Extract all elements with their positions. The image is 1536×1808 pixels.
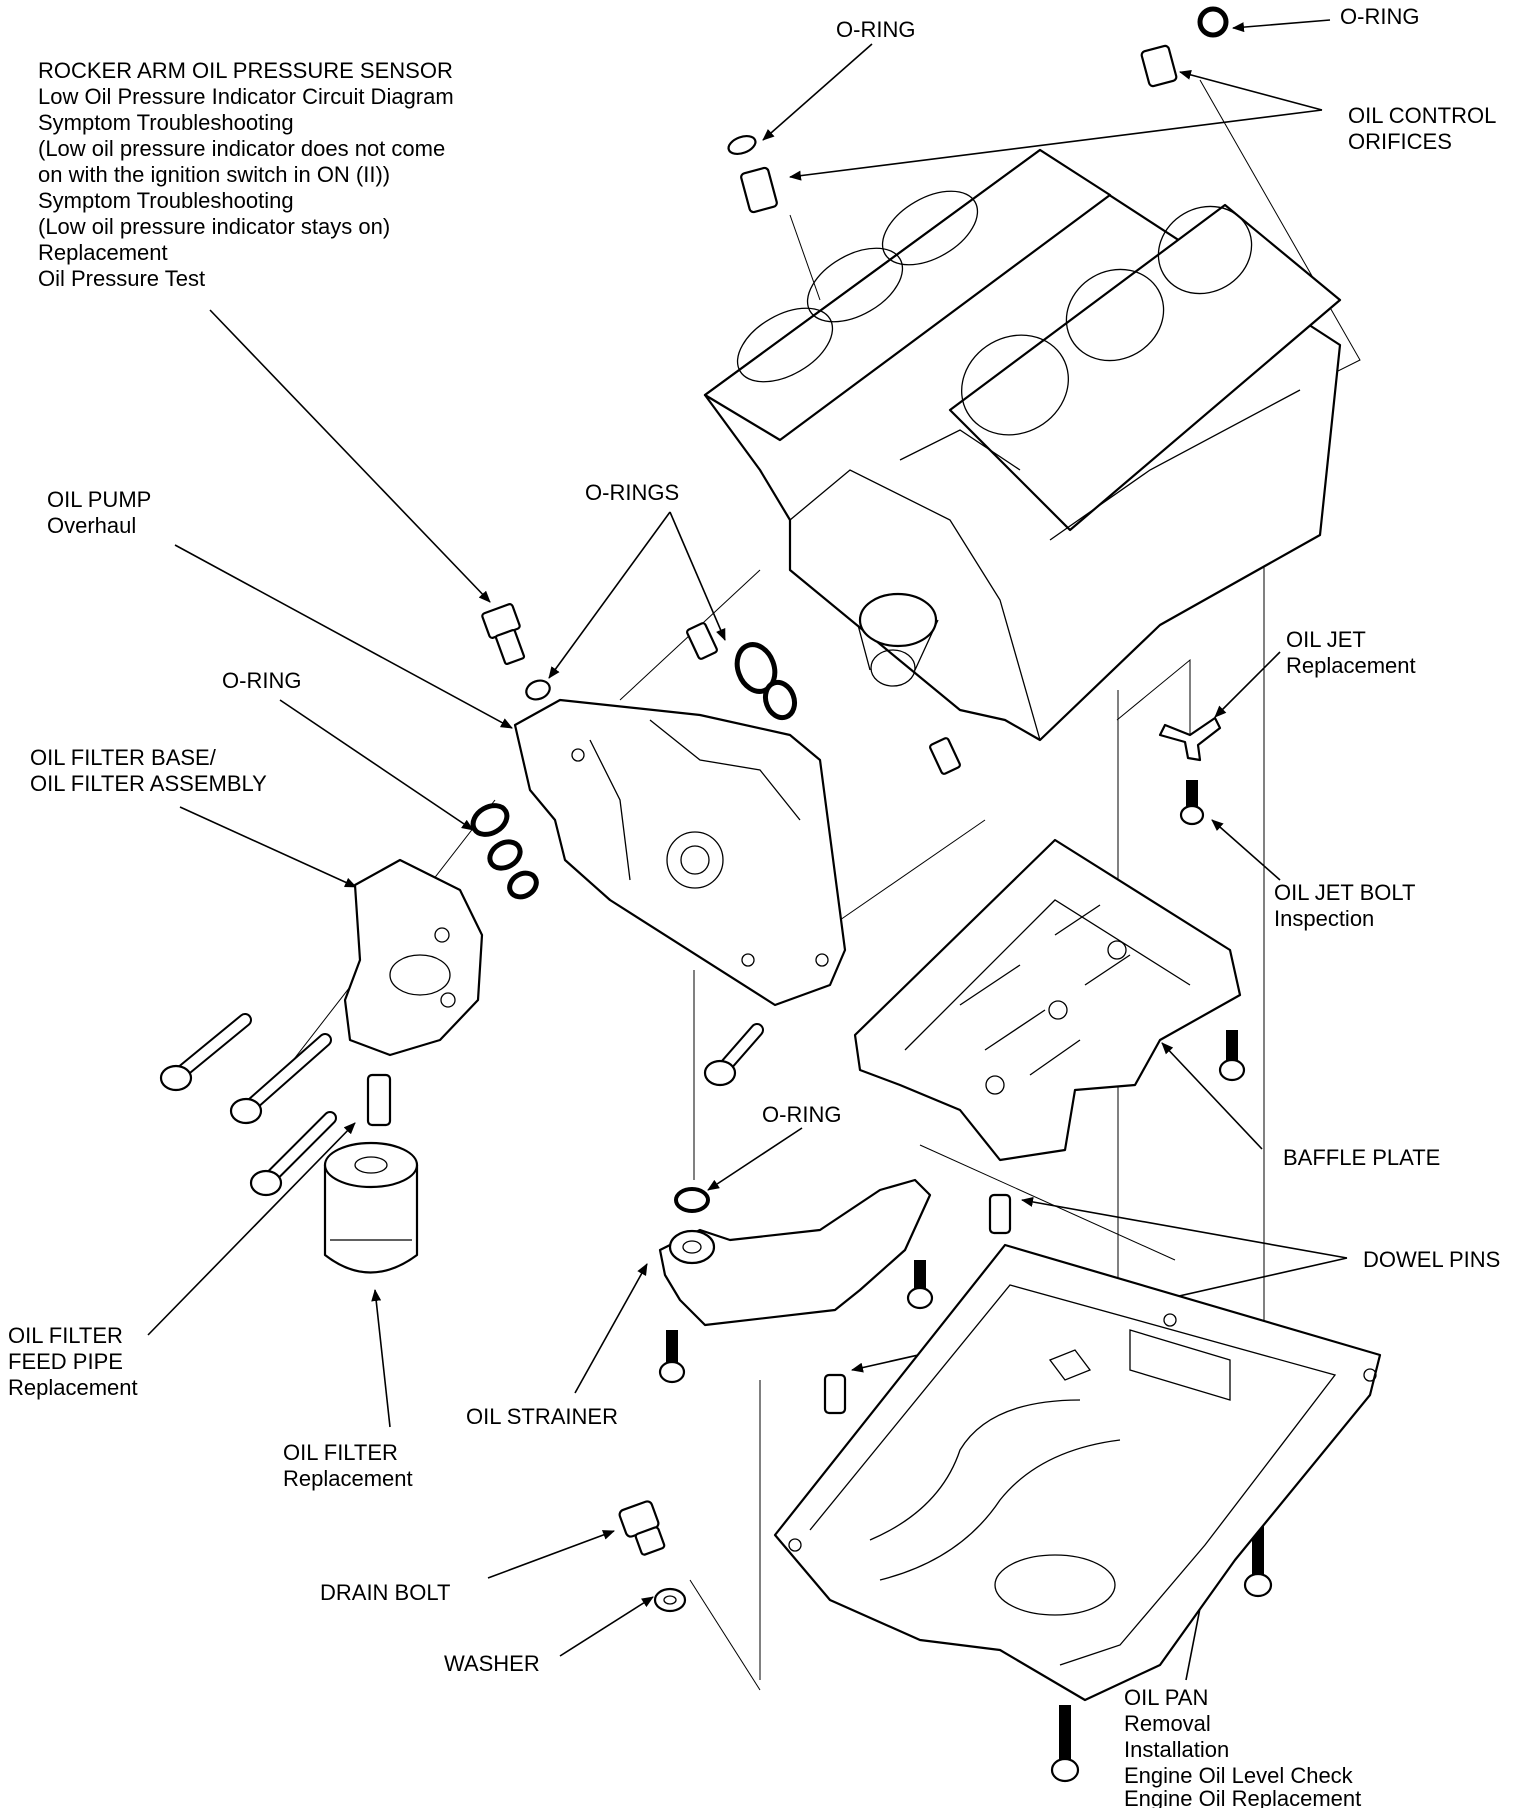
bolts (159, 44, 1273, 1783)
dowel-pin-1 (988, 1193, 1012, 1235)
oil-filter (323, 1141, 419, 1274)
label-rocker-arm-oil-pressure-sensor: ROCKER ARM OIL PRESSURE SENSOR Low Oil P… (38, 58, 460, 291)
strainer-bolt-1 (906, 1260, 934, 1310)
label-oil-pump: OIL PUMP Overhaul (47, 487, 157, 538)
oil-control-orifice-2 (1140, 44, 1178, 88)
o-rings (470, 6, 1229, 1213)
oil-control-orifice-1 (740, 166, 778, 214)
label-oil-jet-bolt: OIL JET BOLT Inspection (1274, 880, 1421, 931)
label-baffle-plate: BAFFLE PLATE (1283, 1145, 1440, 1170)
label-oil-filter-base: OIL FILTER BASE/ OIL FILTER ASSEMBLY (30, 745, 267, 796)
bolt-filter-3 (249, 1111, 337, 1197)
rocker-sensor-part (481, 603, 526, 666)
label-dowel-pins: DOWEL PINS (1363, 1247, 1500, 1272)
oil-pump (513, 698, 847, 1007)
dowel-pin-2 (823, 1373, 847, 1415)
dowel-block-1 (686, 622, 718, 660)
label-oil-strainer: OIL STRAINER (466, 1404, 618, 1429)
label-drain-bolt: DRAIN BOLT (320, 1580, 450, 1605)
oil-strainer-part (658, 1178, 932, 1327)
baffle-plate-part (853, 838, 1242, 1162)
label-oil-control-orifices: OIL CONTROL ORIFICES (1348, 103, 1502, 154)
dowel-block-2 (929, 737, 961, 775)
label-washer: WASHER (444, 1651, 540, 1676)
label-oil-pan: OIL PAN Removal Installation Engine Oil … (1124, 1685, 1361, 1808)
baffle-bolt (1218, 1030, 1246, 1082)
feed-pipe (366, 1073, 392, 1127)
leader-lines (147, 19, 1348, 1681)
label-o-ring-strainer: O-RING (762, 1102, 841, 1127)
label-oil-filter-feed-pipe: OIL FILTER FEED PIPE Replacement (8, 1323, 138, 1400)
bolt-pump (703, 1023, 764, 1087)
bolt-filter-1 (159, 1013, 252, 1092)
label-o-ring-left: O-RING (222, 668, 301, 693)
bolt-filter-2 (229, 1033, 332, 1125)
label-o-ring-top-center: O-RING (836, 17, 915, 42)
oil-jet-part (1158, 716, 1222, 762)
label-oil-filter: OIL FILTER Replacement (283, 1440, 413, 1491)
strainer-bolt-2 (658, 1330, 686, 1384)
label-oil-jet: OIL JET Replacement (1286, 627, 1416, 678)
engine-block (703, 148, 1342, 742)
oil-pan-part (773, 1243, 1382, 1702)
label-o-rings: O-RINGS (585, 480, 679, 505)
washer-part (653, 1587, 687, 1613)
oil-filter-base (343, 858, 484, 1057)
label-o-ring-top-right: O-RING (1340, 4, 1419, 29)
oil-jet-bolt (1179, 780, 1205, 826)
labels: O-RING O-RING OIL CONTROL ORIFICES ROCKE… (8, 4, 1502, 1808)
drain-bolt-part (618, 1500, 666, 1556)
oil-pan-bolt-bottom (1050, 1705, 1080, 1783)
